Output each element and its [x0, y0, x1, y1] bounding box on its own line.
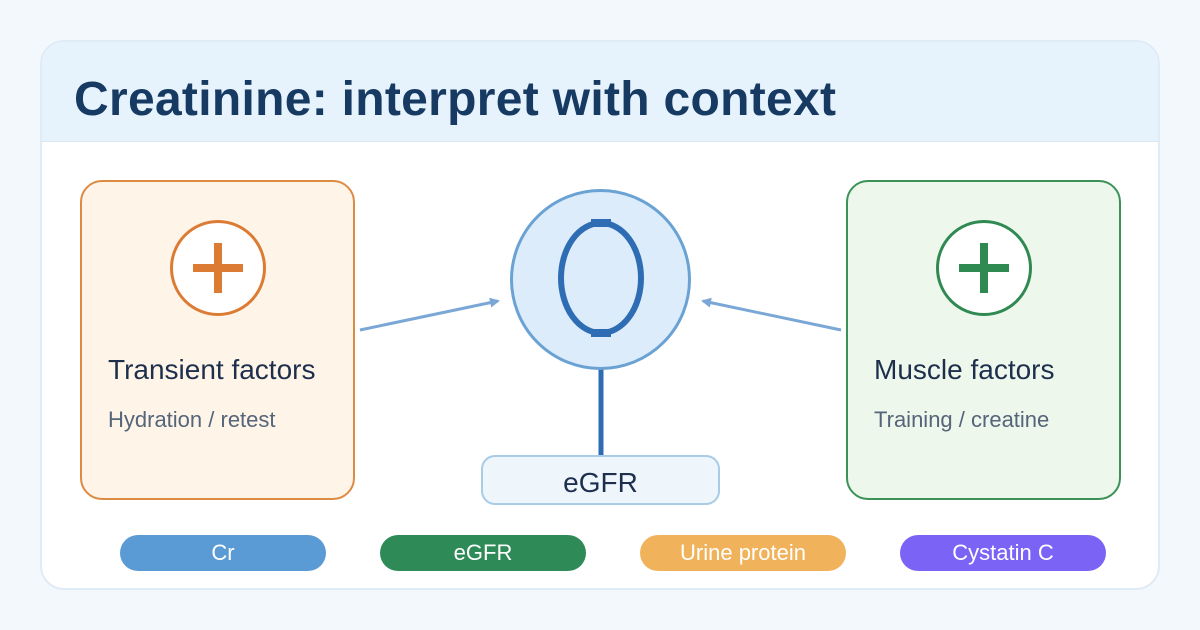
muscle-factors-sub: Training / creatine	[874, 407, 1050, 432]
transient-factors-sub: Hydration / retest	[108, 407, 276, 432]
page-title: Creatinine: interpret with context	[74, 73, 837, 126]
pill-cystatin-c: Cystatin C	[900, 535, 1106, 571]
muscle-factors-label: Muscle factors	[874, 354, 1055, 385]
pill-egfr: eGFR	[380, 535, 586, 571]
pill-urine-protein: Urine protein	[640, 535, 846, 571]
transient-factors-label: Transient factors	[108, 354, 316, 385]
header-band: Creatinine: interpret with context	[42, 42, 1158, 142]
left-arrow	[359, 297, 500, 332]
plus-icon	[936, 220, 1032, 316]
muscle-factors-box: Muscle factors Training / creatine	[846, 180, 1121, 500]
transient-factors-box: Transient factors Hydration / retest	[80, 180, 355, 500]
kidney-icon	[510, 189, 691, 370]
egfr-box: eGFR	[481, 455, 720, 505]
right-arrow	[701, 297, 842, 332]
pill-cr: Cr	[120, 535, 326, 571]
egfr-label: eGFR	[563, 467, 638, 498]
plus-icon	[170, 220, 266, 316]
